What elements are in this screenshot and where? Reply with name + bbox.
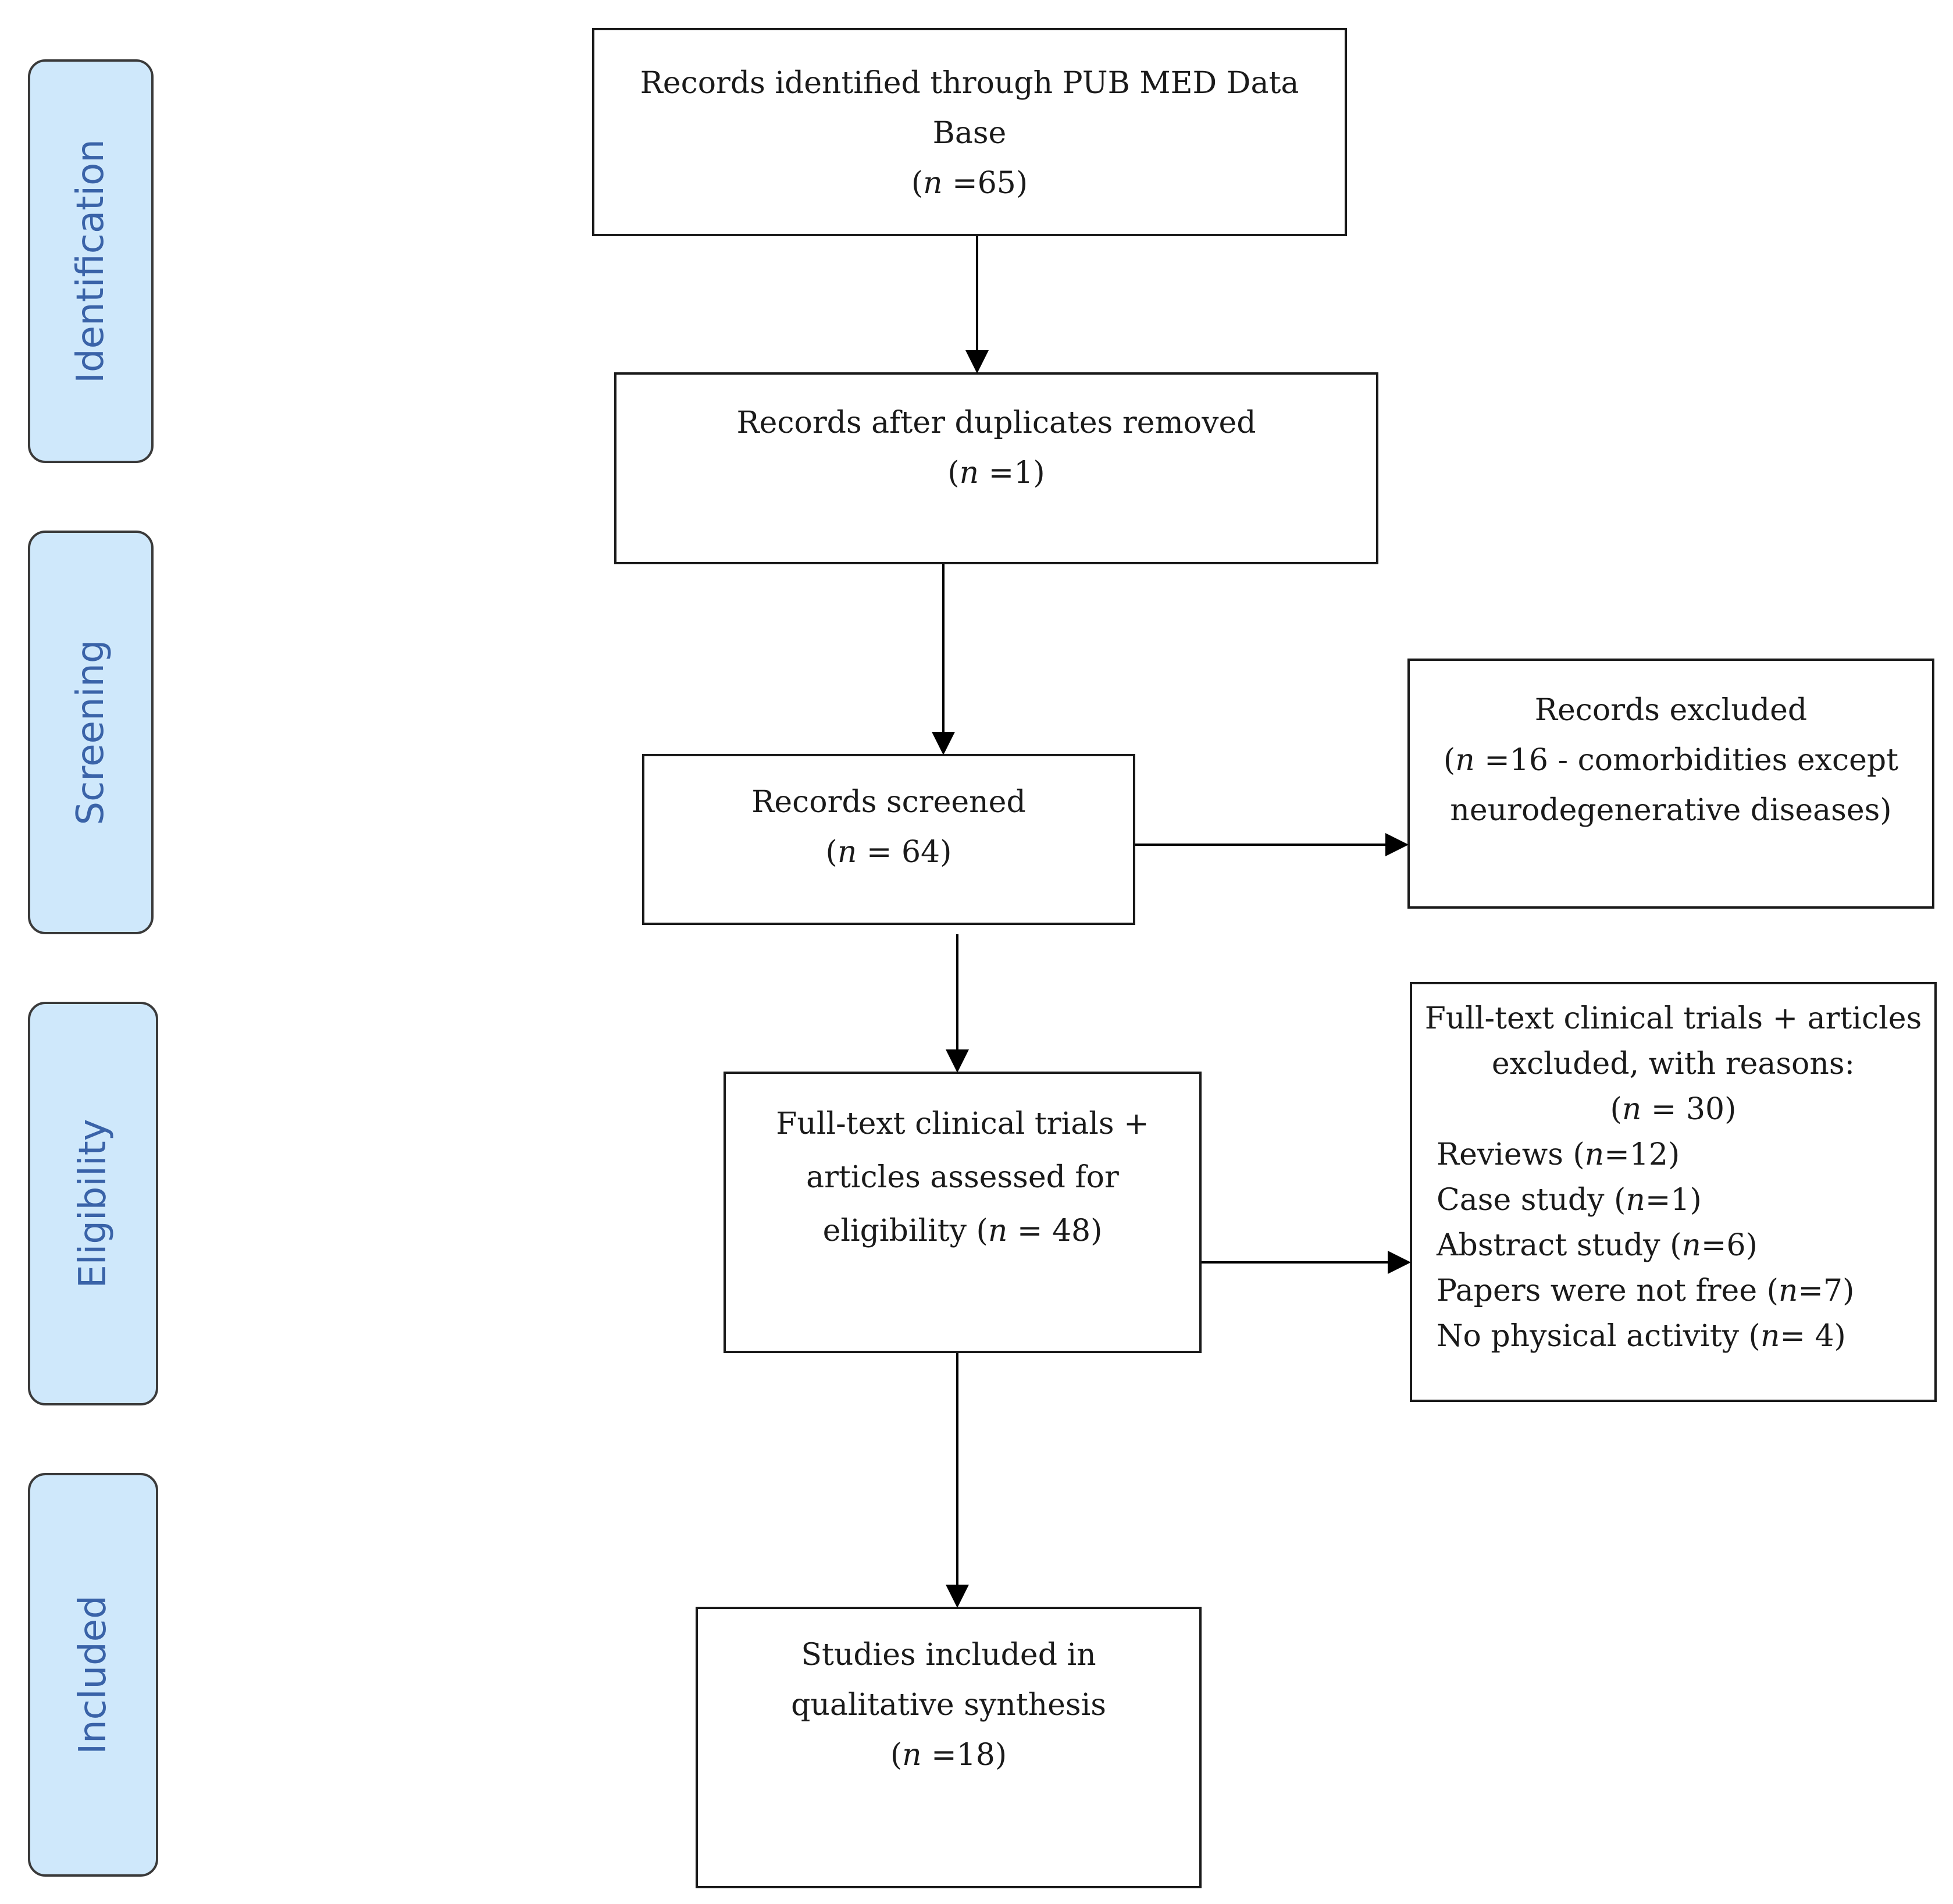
screened-line1: Records screened: [751, 785, 1026, 820]
excluded-line2: (n =16 - comorbidities except: [1443, 743, 1899, 778]
identified-count: (n =65): [911, 166, 1028, 201]
stage-label-identification: Identification: [69, 139, 112, 383]
reason-no-physical-activity: No physical activity (n= 4): [1437, 1319, 1846, 1354]
stage-label-screening: Screening: [69, 639, 112, 825]
stage-identification: Identification: [28, 59, 154, 463]
fulltext-excluded-count: (n = 30): [1610, 1092, 1737, 1127]
reason-reviews: Reviews (n=12): [1437, 1137, 1680, 1172]
identified-line1: Records identified through PUB MED Data: [640, 66, 1299, 101]
fulltext-excluded-line1: Full-text clinical trials + articles: [1424, 1001, 1922, 1036]
box-studies-included: Studies included in qualitative synthesi…: [696, 1607, 1202, 1888]
duplicates-line1: Records after duplicates removed: [736, 405, 1256, 440]
identified-line2: Base: [932, 116, 1007, 151]
stage-label-included: Included: [72, 1595, 115, 1754]
box-records-excluded: Records excluded (n =16 - comorbidities …: [1407, 659, 1934, 909]
included-line2: qualitative synthesis: [791, 1688, 1106, 1723]
reason-case-study: Case study (n=1): [1437, 1183, 1702, 1218]
excluded-line1: Records excluded: [1534, 693, 1808, 728]
included-line1: Studies included in: [801, 1638, 1096, 1672]
box-records-screened: Records screened (n = 64): [642, 754, 1135, 925]
box-fulltext-excluded: Full-text clinical trials + articles exc…: [1410, 982, 1937, 1402]
box-fulltext-assessed: Full-text clinical trials + articles ass…: [724, 1072, 1202, 1353]
stage-screening: Screening: [28, 531, 154, 934]
stage-label-eligibility: Eligibility: [72, 1119, 115, 1289]
fulltext-line3: eligibility (n = 48): [822, 1213, 1103, 1248]
reason-abstract-study: Abstract study (n=6): [1437, 1228, 1758, 1263]
stage-eligibility: Eligibility: [28, 1002, 158, 1405]
fulltext-line1: Full-text clinical trials +: [776, 1106, 1149, 1141]
included-count: (n =18): [890, 1738, 1007, 1773]
screened-count: (n = 64): [825, 835, 952, 870]
box-records-identified: Records identified through PUB MED Data …: [592, 28, 1347, 236]
box-duplicates-removed: Records after duplicates removed (n =1): [614, 372, 1378, 564]
fulltext-line2: articles assessed for: [806, 1160, 1119, 1195]
fulltext-excluded-line2: excluded, with reasons:: [1491, 1047, 1855, 1081]
excluded-line3: neurodegenerative diseases): [1450, 793, 1892, 828]
reason-papers-not-free: Papers were not free (n=7): [1437, 1273, 1855, 1308]
duplicates-count: (n =1): [947, 455, 1045, 490]
stage-included: Included: [28, 1473, 158, 1877]
